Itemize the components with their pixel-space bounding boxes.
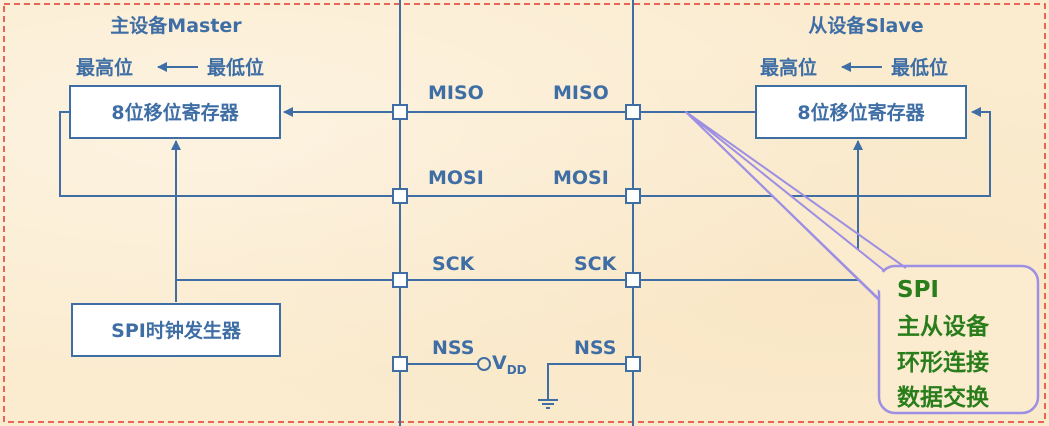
master-register-box [69, 85, 281, 139]
pin-miso-slave [625, 104, 641, 120]
nss-slave-wire [547, 363, 633, 400]
callout-pointer-edge-a [685, 111, 880, 301]
callout-join [698, 123, 900, 293]
miso-label-slave: MISO [553, 82, 609, 104]
clock-generator-box [71, 303, 281, 357]
pin-sck-master [392, 272, 408, 288]
slave-register-box [755, 85, 967, 139]
pin-markers [392, 104, 641, 372]
master-register-label: 8位移位寄存器 [111, 101, 239, 124]
pin-miso-master [392, 104, 408, 120]
pin-nss-master [392, 356, 408, 372]
mosi-label-master: MOSI [428, 167, 484, 189]
master-title: 主设备Master [110, 14, 242, 37]
callout-line-2: 主从设备 [897, 313, 990, 340]
pin-mosi-slave [625, 188, 641, 204]
slave-register-label: 8位移位寄存器 [797, 101, 925, 124]
nss-label-master: NSS [432, 337, 474, 359]
pin-nss-slave [625, 356, 641, 372]
vdd-label: VDD [492, 352, 527, 377]
slave-lsb-label: 最低位 [891, 56, 948, 79]
pin-mosi-master [392, 188, 408, 204]
vdd-terminal [477, 357, 491, 371]
slave-title: 从设备Slave [808, 14, 923, 37]
callout-pointer-edge-b [685, 111, 907, 269]
mosi-label-slave: MOSI [553, 167, 609, 189]
ground-icon [538, 399, 558, 409]
clock-generator-label: SPI时钟发生器 [111, 319, 242, 342]
callout-box [877, 264, 1040, 415]
sck-label-master: SCK [432, 253, 476, 275]
slave-msb-label: 最高位 [760, 56, 817, 79]
miso-label-master: MISO [428, 82, 484, 104]
pin-sck-slave [625, 272, 641, 288]
nss-label-slave: NSS [574, 337, 616, 359]
master-lsb-label: 最低位 [207, 56, 264, 79]
callout-line-4: 数据交换 [897, 384, 990, 411]
dashed-frame [3, 3, 1046, 423]
master-msb-label: 最高位 [76, 56, 133, 79]
sck-label-slave: SCK [574, 253, 618, 275]
callout-line-3: 环形连接 [897, 349, 989, 376]
callout-line-1: SPI [897, 277, 939, 303]
mosi-wire [59, 107, 991, 197]
